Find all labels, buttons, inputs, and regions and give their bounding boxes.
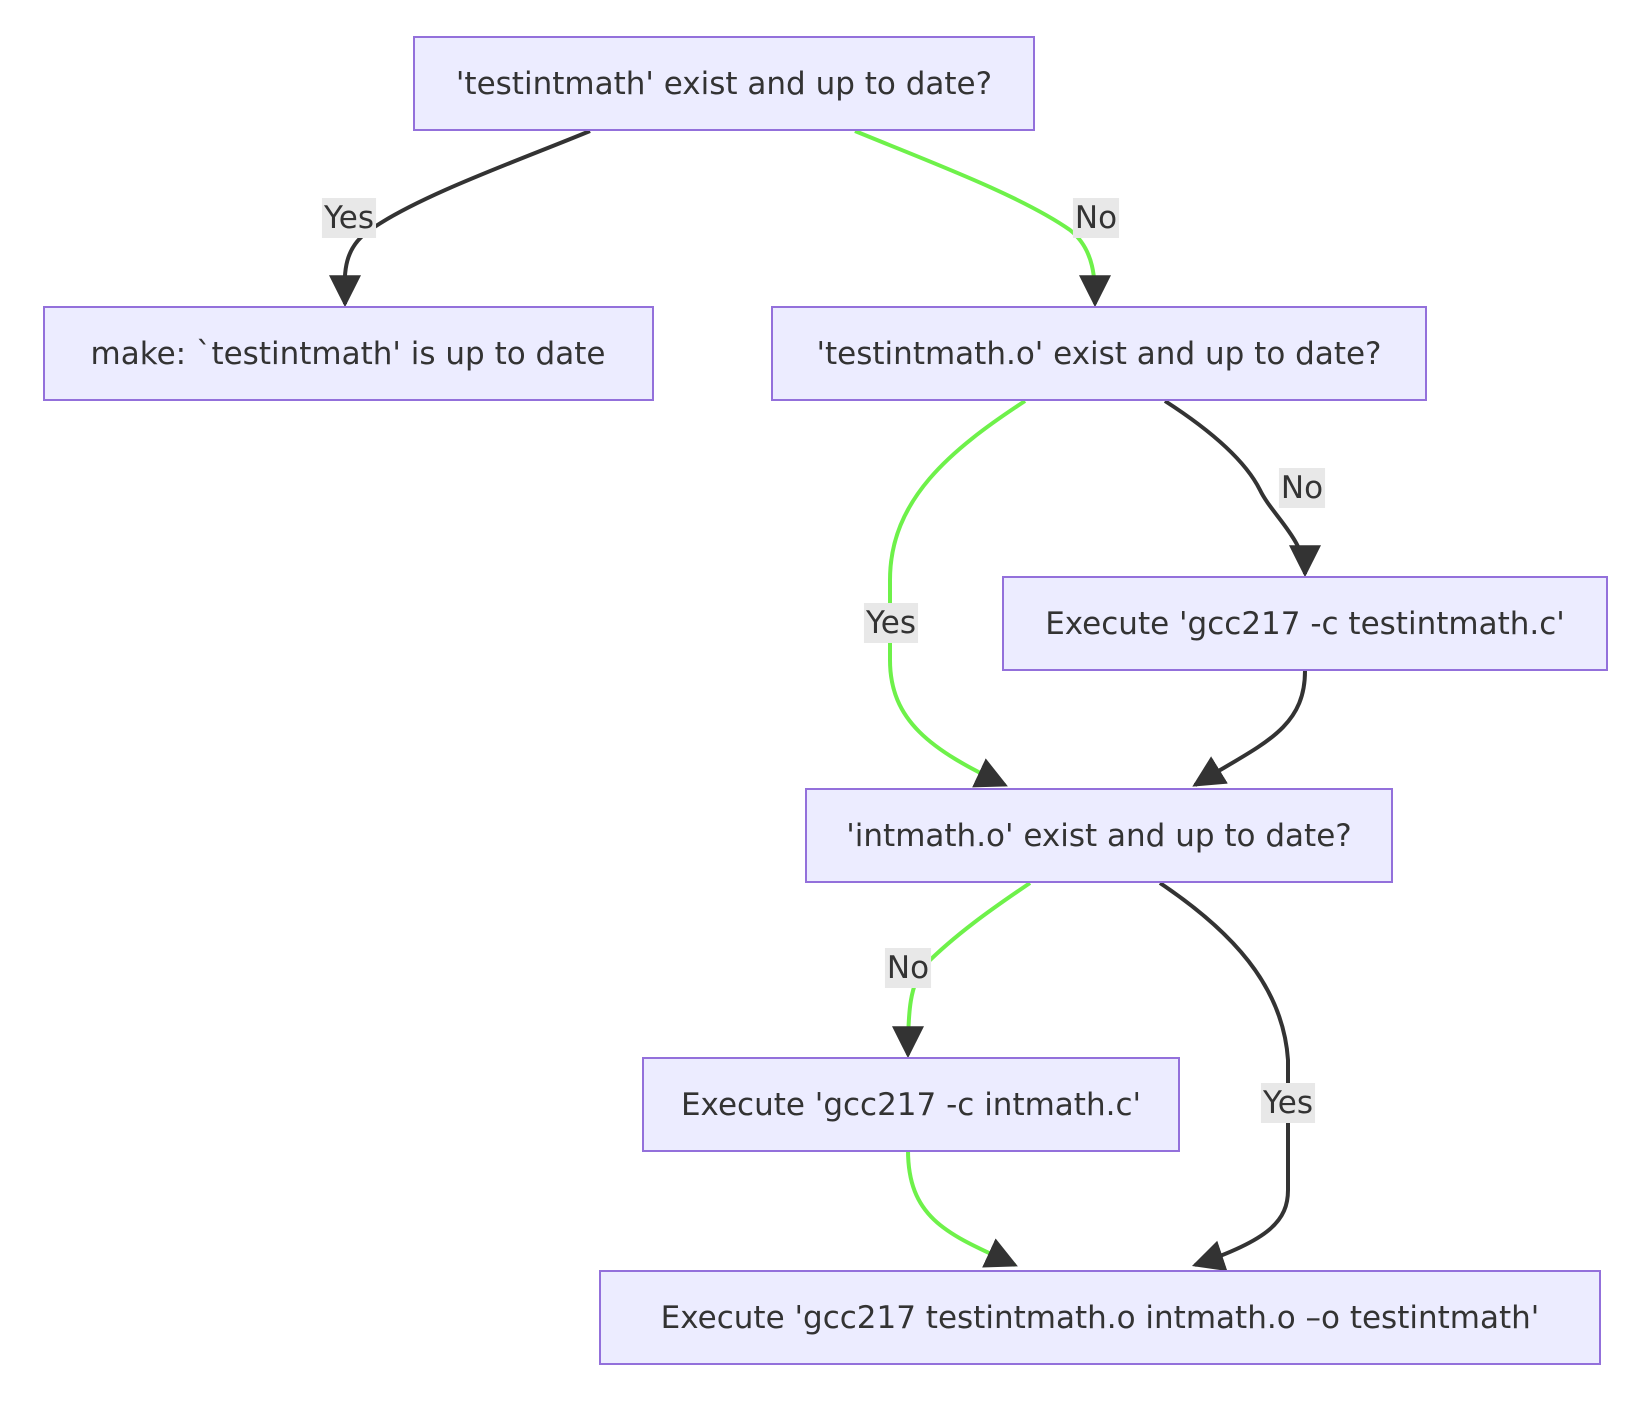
node-testintmath-o-check: 'testintmath.o' exist and up to date? xyxy=(771,306,1427,401)
edge-label-e3: Yes xyxy=(863,603,919,643)
edge-label-text: Yes xyxy=(323,200,374,236)
node-intmath-o-check: 'intmath.o' exist and up to date? xyxy=(805,788,1393,883)
edge-testintmath-o-yes xyxy=(888,399,1027,788)
node-label: make: `testintmath' is up to date xyxy=(91,336,606,372)
node-testintmath-check: 'testintmath' exist and up to date? xyxy=(413,36,1035,131)
edge-label-e2: No xyxy=(1072,198,1120,238)
edge-label-e7: Yes xyxy=(1260,1083,1316,1123)
edge-label-text: Yes xyxy=(1262,1085,1313,1121)
edge-label-text: Yes xyxy=(865,605,916,641)
edge-label-text: No xyxy=(1075,200,1117,236)
node-label: 'testintmath' exist and up to date? xyxy=(456,66,992,102)
edge-compile-testintmath-to-intmath-check xyxy=(1192,670,1307,787)
edge-e1-line xyxy=(328,129,591,308)
edge-intmath-o-yes xyxy=(1158,881,1290,1272)
node-compile-intmath: Execute 'gcc217 -c intmath.c' xyxy=(642,1057,1180,1152)
edge-check-yes xyxy=(328,129,591,308)
edge-e7-line xyxy=(1158,881,1290,1272)
edge-testintmath-o-no xyxy=(1163,399,1321,578)
edge-e8-line xyxy=(906,1149,1018,1268)
edge-check-no xyxy=(854,129,1111,308)
node-label: 'intmath.o' exist and up to date? xyxy=(846,818,1351,854)
node-label: 'testintmath.o' exist and up to date? xyxy=(817,336,1382,372)
edge-label-e6: No xyxy=(884,948,932,988)
node-compile-testintmath: Execute 'gcc217 -c testintmath.c' xyxy=(1002,576,1608,671)
node-label: Execute 'gcc217 -c testintmath.c' xyxy=(1045,606,1565,642)
node-label: Execute 'gcc217 -c intmath.c' xyxy=(681,1087,1141,1123)
edge-e4-line xyxy=(1163,399,1321,578)
edge-e3-line xyxy=(888,399,1027,788)
edge-e5-line xyxy=(1192,670,1307,787)
node-up-to-date-msg: make: `testintmath' is up to date xyxy=(43,306,654,401)
edge-label-e1: Yes xyxy=(321,198,377,238)
edge-label-text: No xyxy=(887,950,929,986)
edge-compile-intmath-to-link xyxy=(906,1149,1018,1268)
node-link: Execute 'gcc217 testintmath.o intmath.o … xyxy=(599,1270,1601,1365)
node-label: Execute 'gcc217 testintmath.o intmath.o … xyxy=(661,1300,1540,1336)
edge-label-e4: No xyxy=(1278,468,1326,508)
edge-label-text: No xyxy=(1281,470,1323,506)
edge-e2-line xyxy=(854,129,1111,308)
